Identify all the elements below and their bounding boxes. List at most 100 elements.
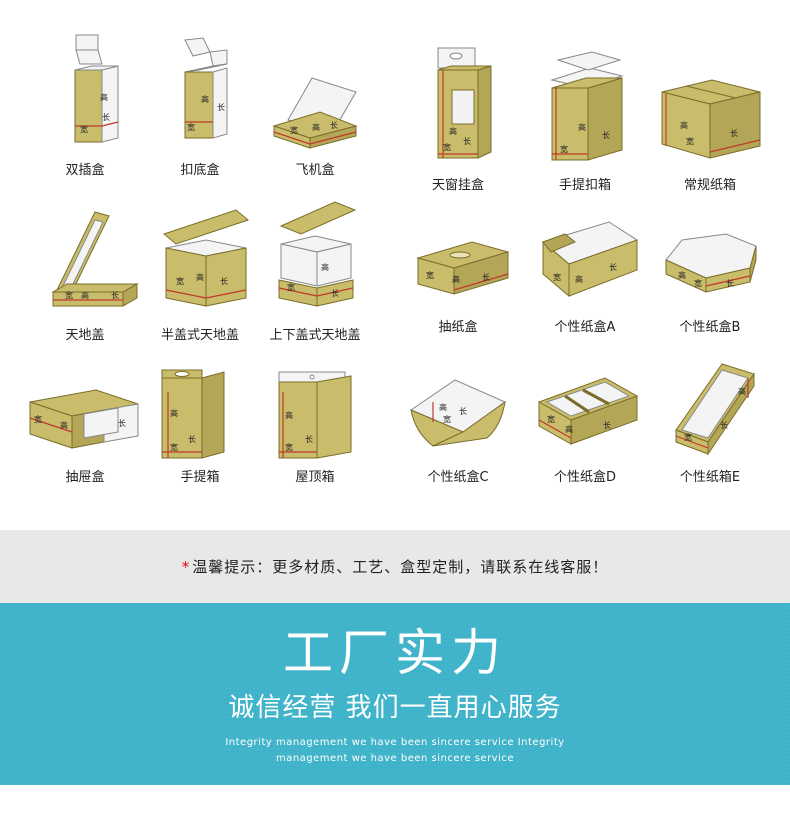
dim-length-label: 长 bbox=[111, 290, 119, 300]
drawer-box-illustration: 宽 高 长 bbox=[29, 389, 139, 449]
custom-box-a-illustration: 宽 高 长 bbox=[541, 221, 639, 298]
dim-height-label: 高 bbox=[60, 420, 68, 430]
lid-base-box-illustration: 宽 高 长 bbox=[51, 211, 139, 307]
dim-width-label: 宽 bbox=[34, 414, 42, 424]
tissue-box-illustration: 宽 高 长 bbox=[416, 241, 510, 295]
banner-english-text: Integrity management we have been sincer… bbox=[0, 735, 790, 767]
dim-width-label: 宽 bbox=[547, 414, 555, 424]
roof-box-illustration: 高 宽 长 bbox=[278, 371, 352, 459]
dim-length-label: 长 bbox=[217, 102, 225, 112]
dim-width-label: 宽 bbox=[694, 278, 702, 288]
dim-height-label: 高 bbox=[575, 274, 583, 284]
dim-length-label: 长 bbox=[603, 420, 611, 430]
dim-length-label: 长 bbox=[220, 276, 228, 286]
dim-length-label: 长 bbox=[726, 278, 734, 288]
dim-length-label: 长 bbox=[720, 420, 728, 430]
dim-width-label: 宽 bbox=[290, 125, 298, 135]
custom-box-e-illustration: 宽 高 长 bbox=[675, 363, 755, 456]
box-label: 个性纸盒B bbox=[679, 320, 741, 335]
notice-text: 温馨提示：更多材质、工艺、盒型定制，请联系在线客服！ bbox=[192, 558, 609, 576]
dim-height-label: 高 bbox=[196, 272, 204, 282]
box-label: 个性纸盒A bbox=[554, 320, 616, 335]
top-bottom-lid-box-illustration: 宽 高 长 bbox=[278, 201, 357, 307]
dim-length-label: 长 bbox=[188, 434, 196, 444]
dim-width-label: 宽 bbox=[80, 124, 88, 134]
custom-box-d-illustration: 宽 高 长 bbox=[537, 377, 639, 445]
box-label: 常规纸箱 bbox=[683, 178, 736, 193]
box-label: 个性纸盒C bbox=[427, 470, 489, 485]
box-item-window-hanging[interactable]: 高 宽 长 天窗挂盒 bbox=[393, 40, 523, 193]
notice-star: * bbox=[181, 558, 191, 576]
dim-height-label: 高 bbox=[565, 424, 573, 434]
box-item-handle-snap[interactable]: 高 宽 长 手提扣箱 bbox=[520, 40, 650, 193]
dim-width-label: 宽 bbox=[285, 442, 293, 452]
dim-width-label: 宽 bbox=[443, 414, 451, 424]
dim-width-label: 宽 bbox=[65, 290, 73, 300]
box-catalog: 高 宽 长 双插盒 高 宽 长 扣底盒 宽 高 长 bbox=[20, 30, 775, 485]
handle-snap-box-illustration: 高 宽 长 bbox=[550, 51, 624, 161]
half-lid-box-illustration: 宽 高 长 bbox=[162, 209, 250, 307]
box-label: 手提箱 bbox=[180, 470, 220, 485]
dim-height-label: 高 bbox=[201, 94, 209, 104]
box-label: 抽屉盒 bbox=[65, 470, 105, 485]
custom-box-c-illustration: 宽 高 长 bbox=[409, 379, 507, 447]
box-item-custom-d[interactable]: 宽 高 长 个性纸盒D bbox=[520, 362, 650, 485]
handle-case-illustration: 高 宽 长 bbox=[161, 369, 225, 459]
dim-length-label: 长 bbox=[331, 288, 339, 298]
banner-english-line-2: management we have been sincere service bbox=[275, 753, 515, 764]
dim-length-label: 长 bbox=[305, 434, 313, 444]
box-item-double-insert[interactable]: 高 宽 长 双插盒 bbox=[20, 30, 150, 178]
box-item-custom-c[interactable]: 宽 高 长 个性纸盒C bbox=[393, 362, 523, 485]
box-item-custom-b[interactable]: 高 宽 长 个性纸盒B bbox=[645, 212, 775, 335]
dim-width-label: 宽 bbox=[287, 282, 295, 292]
dim-width-label: 宽 bbox=[176, 276, 184, 286]
window-hanging-box-illustration: 高 宽 长 bbox=[437, 47, 492, 159]
dim-width-label: 宽 bbox=[684, 432, 692, 442]
dim-length-label: 长 bbox=[118, 418, 126, 428]
box-item-snap-bottom[interactable]: 高 宽 长 扣底盒 bbox=[135, 30, 265, 178]
box-item-regular-carton[interactable]: 高 宽 长 常规纸箱 bbox=[645, 40, 775, 193]
custom-box-b-illustration: 高 宽 长 bbox=[665, 233, 757, 293]
box-item-custom-e[interactable]: 宽 高 长 个性纸箱E bbox=[645, 362, 775, 485]
box-item-handle-case[interactable]: 高 宽 长 手提箱 bbox=[135, 362, 265, 485]
banner-subtitle: 诚信经营 我们一直用心服务 bbox=[228, 693, 562, 723]
box-label: 天窗挂盒 bbox=[431, 178, 484, 193]
dim-length-label: 长 bbox=[459, 406, 467, 416]
box-item-airplane[interactable]: 宽 高 长 飞机盒 bbox=[250, 30, 380, 178]
notice-text-wrap: *温馨提示：更多材质、工艺、盒型定制，请联系在线客服！ bbox=[182, 556, 609, 577]
box-item-lid-base[interactable]: 宽 高 长 天地盖 bbox=[20, 200, 150, 343]
box-label: 扣底盒 bbox=[180, 163, 220, 178]
dim-height-label: 高 bbox=[578, 122, 586, 132]
box-item-drawer[interactable]: 宽 高 长 抽屉盒 bbox=[20, 362, 150, 485]
box-item-roof[interactable]: 高 宽 长 屋顶箱 bbox=[250, 362, 380, 485]
dim-width-label: 宽 bbox=[686, 136, 694, 146]
box-item-top-bottom-lid[interactable]: 宽 高 长 上下盖式天地盖 bbox=[250, 200, 380, 343]
airplane-box-illustration: 宽 高 长 bbox=[272, 77, 358, 149]
dim-height-label: 高 bbox=[321, 262, 329, 272]
dim-width-label: 宽 bbox=[553, 272, 561, 282]
dim-width-label: 宽 bbox=[443, 142, 451, 152]
box-item-custom-a[interactable]: 宽 高 长 个性纸盒A bbox=[520, 212, 650, 335]
box-label: 飞机盒 bbox=[295, 163, 335, 178]
bottom-spacer bbox=[0, 785, 790, 816]
dim-width-label: 宽 bbox=[187, 122, 195, 132]
dim-width-label: 宽 bbox=[560, 144, 568, 154]
dim-height-label: 高 bbox=[285, 410, 293, 420]
dim-height-label: 高 bbox=[100, 92, 108, 102]
box-label: 双插盒 bbox=[65, 163, 105, 178]
dim-length-label: 长 bbox=[609, 262, 617, 272]
dim-width-label: 宽 bbox=[426, 270, 434, 280]
dim-height-label: 高 bbox=[312, 122, 320, 132]
dim-height-label: 高 bbox=[678, 270, 686, 280]
dim-length-label: 长 bbox=[602, 130, 610, 140]
regular-carton-illustration: 高 宽 长 bbox=[661, 79, 761, 159]
dim-height-label: 高 bbox=[452, 274, 460, 284]
dim-height-label: 高 bbox=[449, 126, 457, 136]
box-label: 屋顶箱 bbox=[295, 470, 335, 485]
box-item-half-lid[interactable]: 宽 高 长 半盖式天地盖 bbox=[135, 200, 265, 343]
dim-length-label: 长 bbox=[730, 128, 738, 138]
snap-bottom-box-illustration: 高 宽 长 bbox=[184, 37, 228, 139]
dim-length-label: 长 bbox=[482, 272, 490, 282]
box-item-tissue[interactable]: 宽 高 长 抽纸盒 bbox=[393, 212, 523, 335]
box-label: 上下盖式天地盖 bbox=[269, 328, 361, 343]
